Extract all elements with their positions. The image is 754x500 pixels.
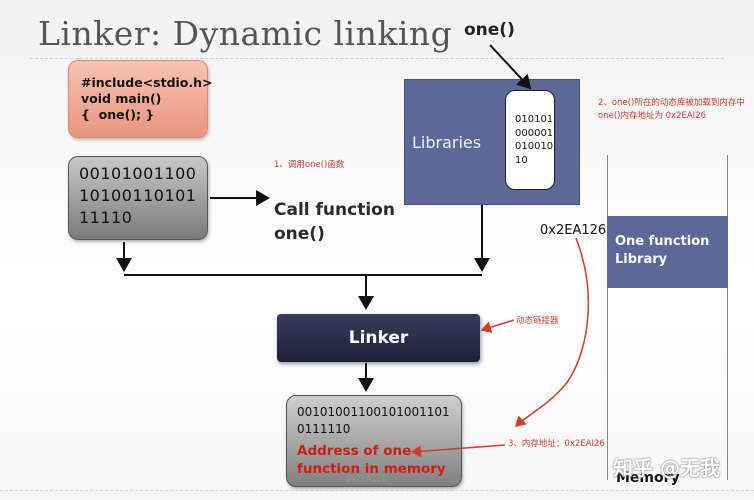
- function-label: one(): [464, 20, 515, 40]
- arrow-to-library-code: [489, 44, 532, 90]
- linker-label: Linker: [348, 328, 409, 348]
- library-binary-code: 01010100000101001010: [505, 90, 555, 190]
- annotation-memory-address: 3、内存地址：0x2EAI26: [508, 439, 605, 449]
- output-address-text: Address of one function in memory: [297, 443, 446, 477]
- output-binary-code: 001010011001010011010111110: [297, 405, 450, 436]
- arrow-to-output-address: [410, 444, 506, 458]
- source-code-box: #include<stdio.h> void main() { one(); }: [68, 60, 213, 138]
- binary-program-box: 001010011001010011010111110: [68, 156, 208, 240]
- output-faint-address: 0x2EA126: [346, 474, 387, 483]
- annotation-call-one: 1、调用one()函数: [274, 160, 345, 170]
- call-function-text: Call function one(): [274, 200, 395, 244]
- libraries-label: Libraries: [412, 133, 482, 152]
- annotation-dynamic-linker: 动态链接器: [516, 316, 559, 326]
- one-function-library-block: One function Library: [607, 216, 728, 288]
- linker-box: Linker: [277, 314, 480, 362]
- bottom-divider: [0, 490, 754, 491]
- slide-title: Linker: Dynamic linking: [38, 14, 453, 53]
- annotation-library-loaded: 2、one()所在的动态库被加载到内存中 one()内存地址为 0x2EAI26: [598, 98, 745, 121]
- watermark: 知乎 @无我: [613, 456, 720, 480]
- curve-to-address: [514, 237, 590, 428]
- memory-label: Memory: [616, 470, 680, 486]
- arrow-to-linker-red: [480, 319, 515, 334]
- memory-left-border: [607, 155, 608, 480]
- address-label: 0x2EA126: [540, 223, 607, 238]
- memory-right-border: [727, 155, 728, 480]
- output-binary-box: 001010011001010011010111110 Address of o…: [286, 395, 462, 487]
- title-divider: [30, 58, 724, 59]
